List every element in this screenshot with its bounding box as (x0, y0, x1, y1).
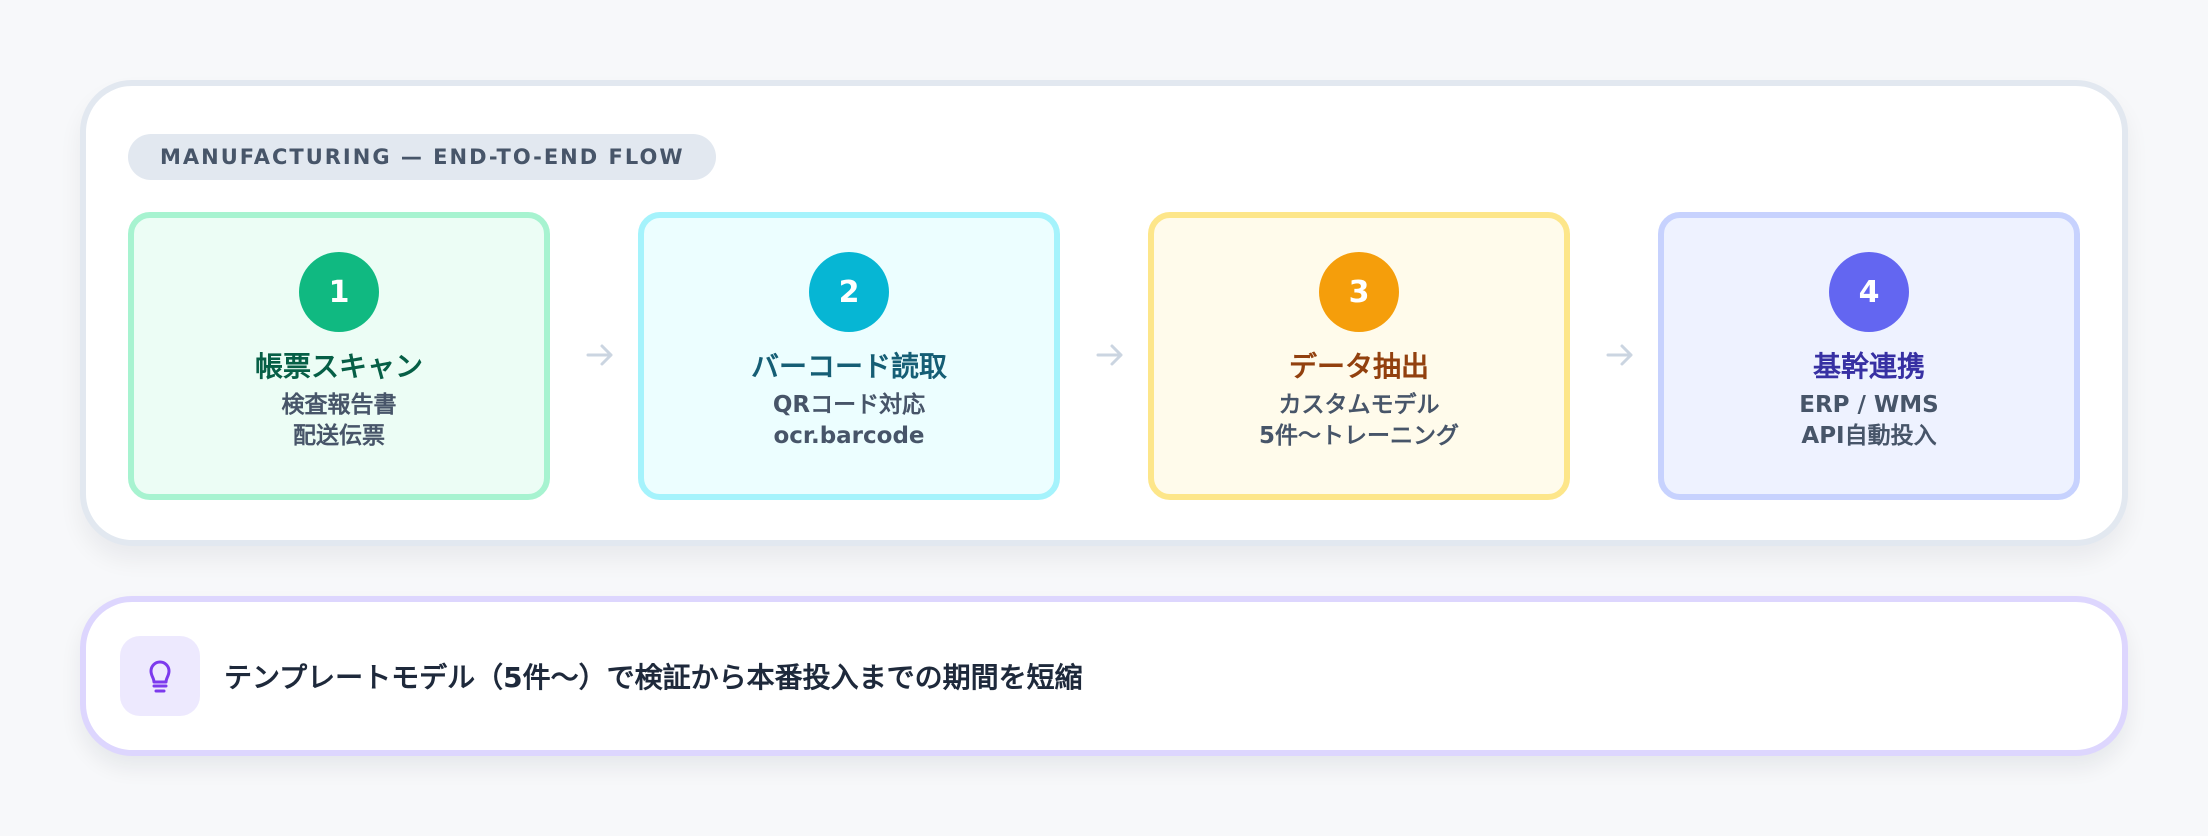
lightbulb-icon-container (120, 636, 200, 716)
step-title: 帳票スキャン (254, 350, 423, 383)
step-description-line: 検査報告書 (281, 392, 397, 418)
step-description-line: ERP / WMS (1799, 392, 1939, 418)
step-description-line: API自動投入 (1801, 423, 1937, 449)
step-number-badge: 1 (299, 252, 379, 332)
step-description-line: ocr.barcode (773, 423, 925, 449)
section-label: MANUFACTURING — END-TO-END FLOW (128, 134, 717, 180)
step-card-scan: 1 帳票スキャン 検査報告書 配送伝票 (128, 212, 550, 500)
step-description-line: 配送伝票 (293, 423, 385, 449)
flow-panel: MANUFACTURING — END-TO-END FLOW 1 帳票スキャン… (80, 80, 2128, 546)
step-card-barcode: 2 バーコード読取 QRコード対応 ocr.barcode (638, 212, 1060, 500)
step-description: ERP / WMS API自動投入 (1799, 390, 1939, 452)
step-title: 基幹連携 (1812, 350, 1925, 383)
tip-text: テンプレートモデル（5件〜）で検証から本番投入までの期間を短縮 (224, 661, 1083, 694)
lightbulb-icon (149, 660, 171, 693)
arrow-right-icon (1096, 344, 1123, 366)
step-description: 検査報告書 配送伝票 (282, 390, 397, 452)
step-description-line: カスタムモデル (1278, 392, 1440, 418)
arrow-right-icon (586, 344, 613, 366)
step-description-line: QRコード対応 (772, 392, 926, 418)
arrow-right-icon (1606, 344, 1633, 366)
tip-callout: テンプレートモデル（5件〜）で検証から本番投入までの期間を短縮 (80, 596, 2128, 756)
step-description-line: 5件〜トレーニング (1258, 423, 1459, 449)
step-card-extract: 3 データ抽出 カスタムモデル 5件〜トレーニング (1148, 212, 1570, 500)
step-title: バーコード読取 (750, 350, 947, 383)
step-description: カスタムモデル 5件〜トレーニング (1259, 390, 1459, 452)
step-description: QRコード対応 ocr.barcode (773, 390, 925, 452)
step-number-badge: 2 (809, 252, 889, 332)
step-number-badge: 3 (1319, 252, 1399, 332)
step-card-integration: 4 基幹連携 ERP / WMS API自動投入 (1658, 212, 2080, 500)
step-number-badge: 4 (1829, 252, 1909, 332)
step-title: データ抽出 (1288, 350, 1429, 383)
